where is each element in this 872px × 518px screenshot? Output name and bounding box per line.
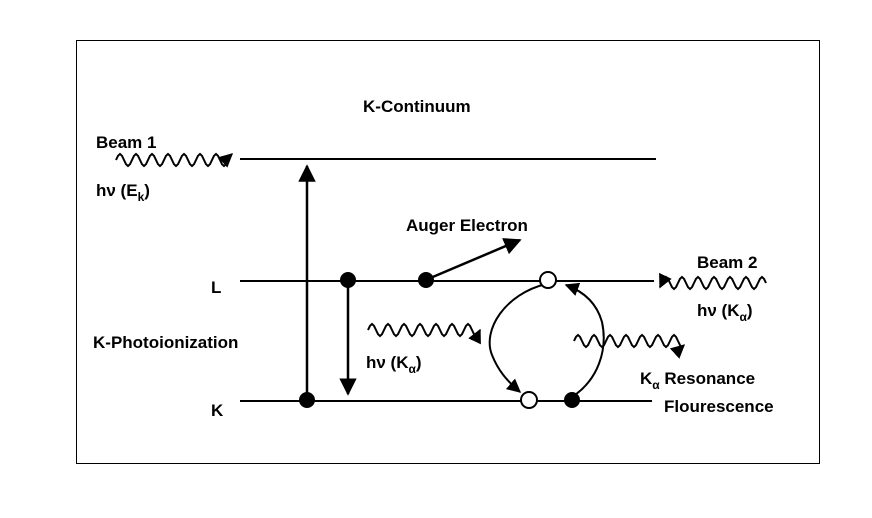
- level-k-label: K: [211, 401, 224, 420]
- beam1-label: Beam 1: [96, 133, 156, 152]
- beam2-photon-wave: [659, 272, 767, 291]
- hole-k-level: [520, 391, 538, 409]
- fluorescence-photon-wave: [573, 333, 686, 359]
- level-l-label: L: [211, 278, 221, 297]
- electron-k-photoionized: [299, 392, 315, 408]
- fluorescence-label-line1: Kα Resonance: [640, 369, 755, 392]
- continuum-label: K-Continuum: [363, 97, 471, 116]
- resonance-cycle-right-arc: [564, 282, 605, 398]
- auger-arrow: [427, 238, 522, 281]
- emission-photon-wave: [367, 322, 481, 345]
- beam1-photon-label: hν (Ek): [96, 181, 150, 204]
- electron-k-resonance: [564, 392, 580, 408]
- photoionization-label: K-Photoionization: [93, 333, 238, 352]
- auger-electron-label: Auger Electron: [406, 216, 528, 235]
- beam2-label: Beam 2: [697, 253, 757, 272]
- electron-l-decaying: [340, 272, 356, 288]
- emission-photon-label: hν (Kα): [366, 353, 422, 376]
- electron-l-auger: [418, 272, 434, 288]
- hole-l-level: [539, 271, 557, 289]
- beam1-photon-wave: [115, 152, 234, 168]
- diagram-frame: [76, 40, 820, 464]
- fluorescence-label-line2: Flourescence: [664, 397, 774, 416]
- beam2-photon-label: hν (Kα): [697, 301, 753, 324]
- resonance-cycle-left-arc: [488, 283, 547, 393]
